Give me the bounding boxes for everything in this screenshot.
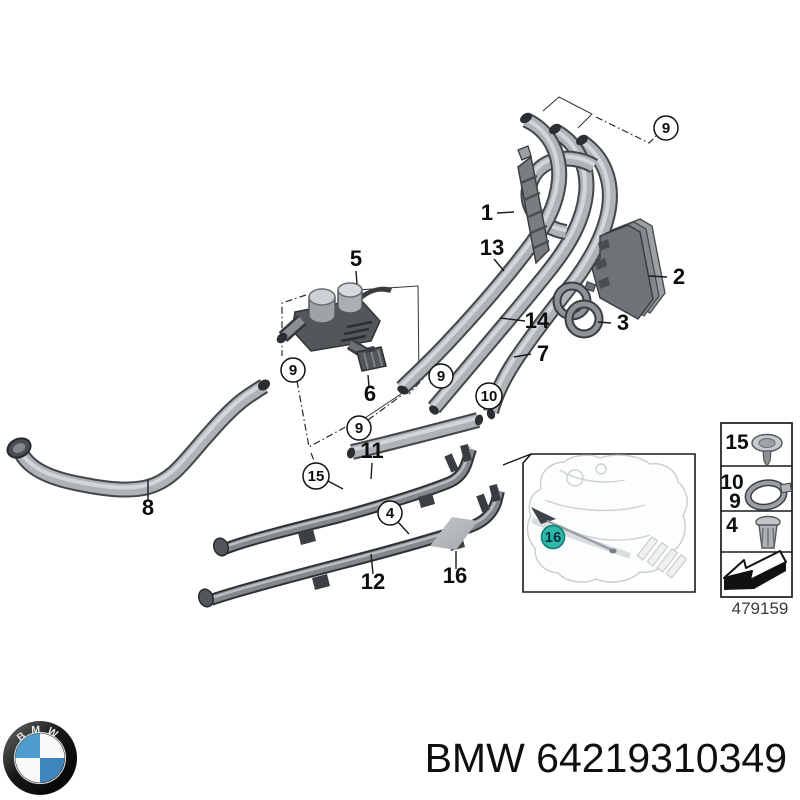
part-labels: 5 6 1 13 2 3 14 7 8 11 12 16 [142, 200, 685, 594]
hose-8 [6, 377, 272, 489]
inset-callout-16-label: 16 [545, 529, 562, 546]
part-label-3: 3 [617, 310, 629, 335]
part-label-5: 5 [350, 246, 362, 271]
water-valve-part-5 [276, 282, 392, 363]
inset-circled-callout-16: 16 [540, 524, 566, 550]
svg-text:9: 9 [289, 362, 297, 379]
circled-callout-9-mid: 9 [346, 415, 372, 441]
bmw-part-number: BMW 64219310349 [425, 735, 787, 781]
push-rivet-icon [751, 433, 783, 468]
pipe-11 [212, 445, 471, 557]
bmw-logo: BMW [3, 721, 77, 795]
bracket-part-2 [591, 218, 666, 320]
part-label-13: 13 [480, 235, 504, 260]
svg-text:10: 10 [481, 388, 498, 405]
expanding-rivet-icon [755, 515, 781, 549]
direction-arrow-icon [723, 550, 787, 590]
item-16-swatch [430, 517, 478, 550]
svg-text:9: 9 [662, 120, 670, 137]
part-label-2: 2 [673, 264, 685, 289]
circled-callout-9-top: 9 [653, 115, 679, 141]
clamp-part-3 [552, 281, 604, 339]
part-label-6: 6 [364, 381, 376, 406]
legend-row-10-label: 10 [720, 471, 743, 494]
legend-table: 15 10 9 4 479159 [720, 422, 793, 618]
circled-callouts: 9 9 9 9 10 15 4 [280, 115, 679, 526]
circled-callout-9-right: 9 [428, 363, 454, 389]
circled-callout-4: 4 [377, 500, 403, 526]
label-leader-lines [147, 211, 668, 575]
part-label-7: 7 [537, 341, 549, 366]
circled-callout-9-left: 9 [280, 357, 306, 383]
clip-rail-part-1 [517, 145, 550, 265]
svg-text:4: 4 [386, 505, 395, 522]
legend-row-4-label: 4 [726, 514, 738, 537]
svg-text:9: 9 [355, 420, 363, 437]
legend-row-9-label: 9 [729, 490, 741, 513]
part-label-11: 11 [360, 438, 383, 463]
part-label-8: 8 [142, 495, 154, 520]
location-pointer-wedge [531, 507, 556, 524]
hose-clamp-icon [744, 479, 793, 511]
svg-text:15: 15 [308, 468, 325, 485]
hose-bundle [346, 111, 610, 460]
svg-text:9: 9 [437, 368, 445, 385]
part-label-16: 16 [443, 563, 467, 588]
location-inset-box: 16 [502, 453, 696, 593]
diagram-code: 479159 [732, 599, 789, 618]
part-label-12: 12 [361, 569, 385, 594]
circled-callout-10: 10 [475, 382, 503, 410]
car-underbody-drawing [526, 454, 688, 583]
connector-part-6 [356, 346, 387, 372]
legend-row-15-label: 15 [725, 431, 749, 454]
part-label-14: 14 [525, 308, 550, 333]
circled-callout-15: 15 [302, 462, 330, 490]
part-label-1: 1 [481, 200, 493, 225]
